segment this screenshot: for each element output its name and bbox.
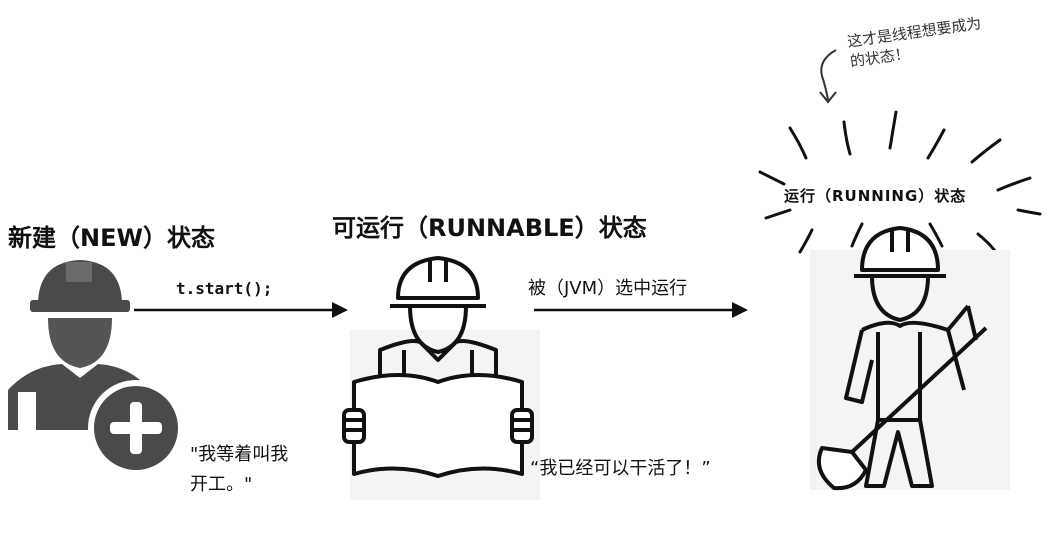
quote-new: "我等着叫我 开工。" bbox=[190, 440, 288, 500]
curly-arrow-icon bbox=[819, 49, 837, 104]
state-title-running: 运行（RUNNING）状态 bbox=[784, 187, 967, 205]
quote-new-line2: 开工。" bbox=[190, 474, 253, 495]
arrow-right-icon bbox=[534, 302, 748, 318]
plus-circle-icon bbox=[88, 380, 184, 476]
transition-scheduled-label: 被（JVM）选中运行 bbox=[528, 278, 688, 299]
transition-start-label: t.start(); bbox=[176, 279, 273, 298]
state-title-new: 新建（NEW）状态 bbox=[8, 224, 215, 252]
worker-blueprint-icon bbox=[342, 256, 540, 500]
arrow-right-icon bbox=[134, 302, 348, 318]
worker-shovel-icon bbox=[810, 226, 1010, 491]
quote-runnable: “我已经可以干活了！” bbox=[530, 458, 711, 479]
state-title-runnable: 可运行（RUNNABLE）状态 bbox=[332, 214, 647, 242]
quote-new-line1: "我等着叫我 bbox=[190, 444, 289, 465]
worker-new-icon bbox=[8, 260, 150, 430]
